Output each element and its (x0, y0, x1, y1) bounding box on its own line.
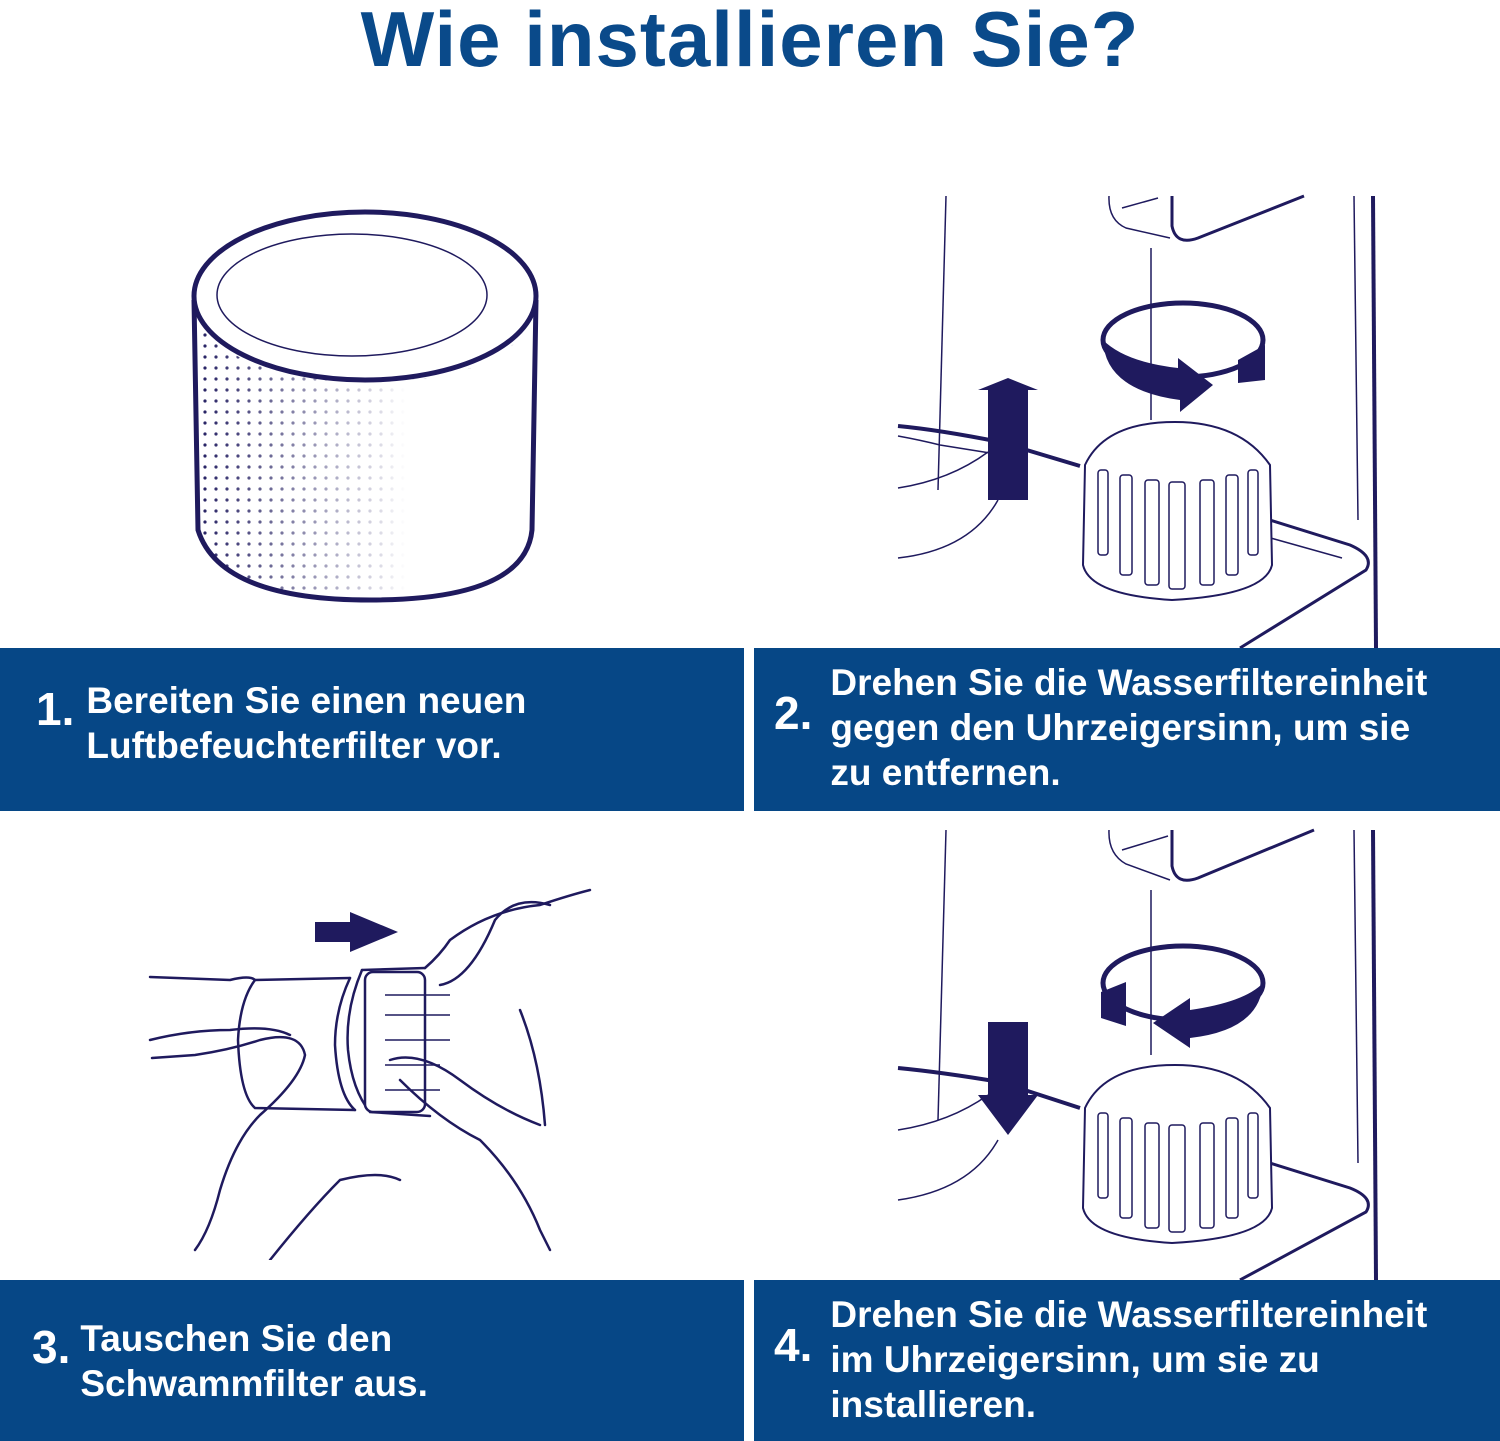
step-text-line: Tauschen Sie den (80, 1318, 393, 1359)
knob-remove-illustration (897, 194, 1378, 648)
step-3-banner: 3. Tauschen Sie den Schwammfilter aus. (0, 1280, 744, 1441)
step-text-line: im Uhrzeigersinn, um sie zu (830, 1339, 1320, 1380)
step-text-line: Drehen Sie die Wasserfiltereinheit (830, 662, 1428, 703)
hands-swap-illustration (148, 888, 592, 1260)
step-2-banner: 2. Drehen Sie die Wasserfiltereinheit ge… (754, 648, 1500, 811)
step-text-line: gegen den Uhrzeigersinn, um sie (830, 707, 1411, 748)
knob-install-illustration (897, 828, 1378, 1280)
step-text: Drehen Sie die Wasserfiltereinheit gegen… (830, 660, 1427, 795)
step-text-line: Luftbefeuchterfilter vor. (86, 725, 502, 766)
step-text-line: Drehen Sie die Wasserfiltereinheit (830, 1294, 1428, 1335)
step-number: 4. (774, 1319, 813, 1371)
page-title: Wie installieren Sie? (360, 0, 1140, 83)
step-number: 1. (36, 683, 75, 735)
step-text: Tauschen Sie den Schwammfilter aus. (80, 1316, 428, 1406)
step-1-banner: 1. Bereiten Sie einen neuen Luftbefeucht… (0, 648, 744, 811)
step-text-line: installieren. (830, 1384, 1037, 1425)
step-text-line: Schwammfilter aus. (80, 1363, 428, 1404)
step-4-banner: 4. Drehen Sie die Wasserfiltereinheit im… (754, 1280, 1500, 1441)
step-text: Bereiten Sie einen neuen Luftbefeuchterf… (86, 678, 526, 768)
step-number: 3. (32, 1321, 71, 1373)
filter-cylinder-illustration (191, 209, 539, 603)
step-text: Drehen Sie die Wasserfiltereinheit im Uh… (830, 1292, 1427, 1427)
step-text-line: Bereiten Sie einen neuen (86, 680, 527, 721)
step-text-line: zu entfernen. (830, 752, 1061, 793)
step-number: 2. (774, 687, 813, 739)
